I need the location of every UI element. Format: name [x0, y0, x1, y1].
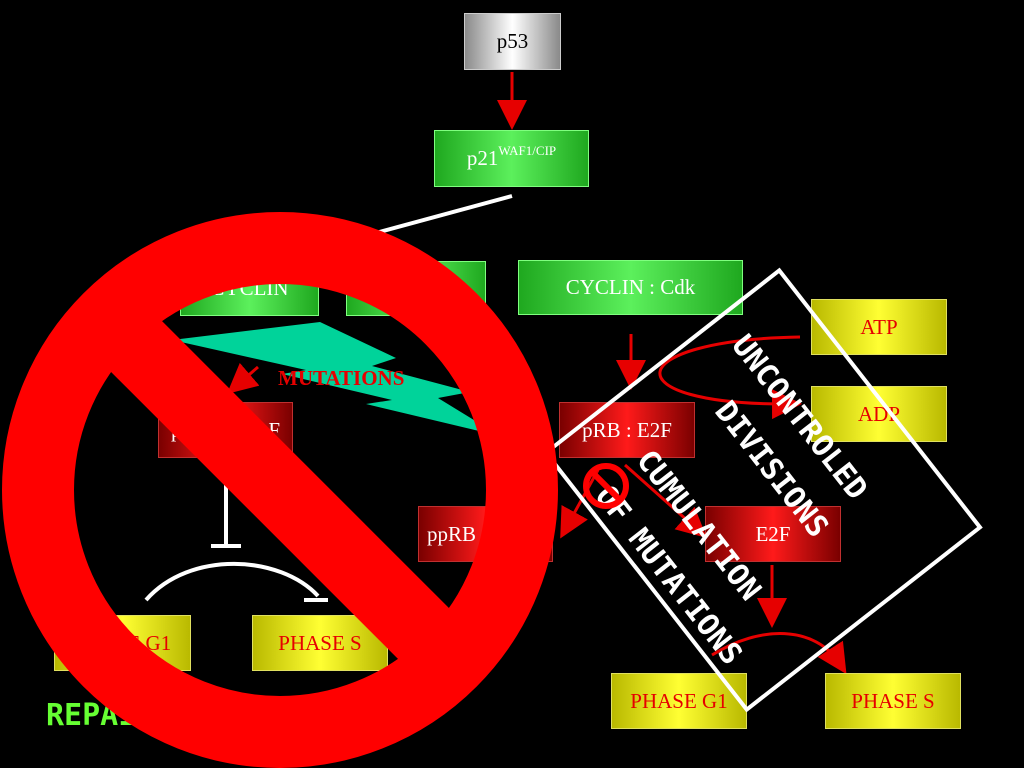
- arrow-prb-e2f: [624, 463, 707, 538]
- small-prohibition-slash: [589, 469, 623, 503]
- p21-label: p21: [466, 146, 499, 170]
- phase-s-right-label: PHASE S: [851, 688, 935, 713]
- arrow-prb-pprb: [560, 469, 600, 539]
- p21-superscript: WAF1/CIP: [498, 142, 557, 158]
- cyclin-cdk-label: CYCLIN : Cdk: [565, 275, 696, 299]
- p53-label: p53: [496, 29, 529, 53]
- p53-node: p53: [464, 13, 561, 70]
- e2f-node: E2F: [705, 506, 841, 562]
- phase-s-right-node: PHASE S: [825, 673, 961, 729]
- phase-g1-right-node: PHASE G1: [611, 673, 747, 729]
- adp-node: ADP: [811, 386, 947, 442]
- prb-e2f-node: pRB : E2F: [559, 402, 695, 458]
- arrow-g1-s-right: [711, 632, 847, 675]
- small-prohibition-icon: [583, 463, 629, 509]
- prb-e2f-label: pRB : E2F: [582, 417, 672, 442]
- phase-g1-right-label: PHASE G1: [630, 688, 728, 713]
- arrow-atp-adp: [658, 335, 802, 420]
- atp-node: ATP: [811, 299, 947, 355]
- e2f-label: E2F: [755, 521, 791, 546]
- adp-label: ADP: [857, 401, 900, 426]
- atp-label: ATP: [860, 314, 898, 339]
